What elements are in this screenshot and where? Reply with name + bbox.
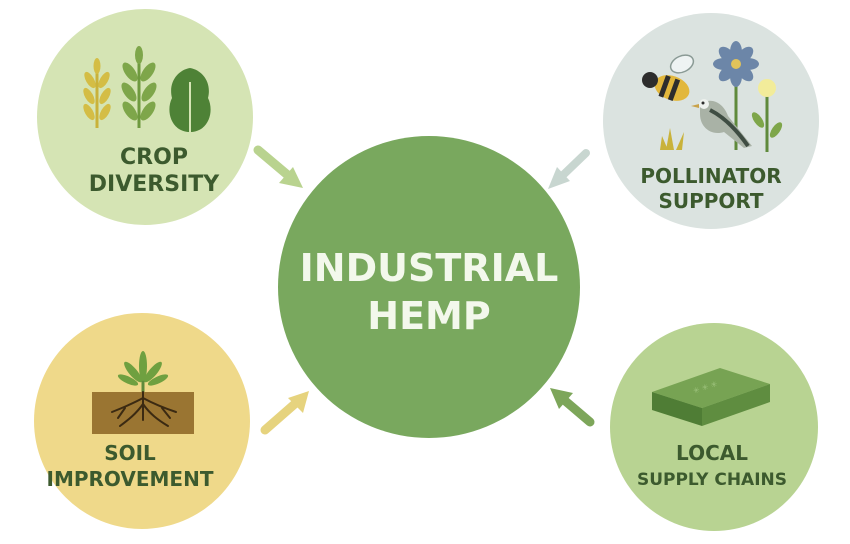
arrow-soil-to-center [260,391,309,435]
node-pollinator-support: POLLINATOR SUPPORT [603,13,819,229]
center-title-line1: INDUSTRIAL [300,246,559,290]
arrow-pollinator-to-center [548,149,590,189]
pollinator-support-line1: POLLINATOR [640,164,781,188]
hemp-block-icon: ✳ ✳ ✳ [652,368,770,426]
soil-improvement-line1: SOIL [104,441,156,465]
center-node: INDUSTRIAL HEMP [278,136,580,438]
arrow-crop-to-center [253,145,303,188]
soil-improvement-line2: IMPROVEMENT [47,467,214,491]
pollinator-support-line2: SUPPORT [658,189,763,213]
bee-bird-flowers-icon [642,41,783,152]
plants-icon [83,46,211,132]
local-supply-chains-line2: SUPPLY CHAINS [637,470,787,490]
hemp-roots-icon [92,351,194,434]
arrow-supply-to-center [550,388,595,427]
node-crop-diversity: CROP DIVERSITY [37,9,253,225]
crop-diversity-line2: DIVERSITY [89,172,220,197]
center-title-line2: HEMP [367,294,490,338]
node-local-supply-chains: ✳ ✳ ✳ LOCAL SUPPLY CHAINS [610,323,818,531]
local-supply-chains-line1: LOCAL [676,441,748,465]
node-soil-improvement: SOIL IMPROVEMENT [34,313,250,529]
crop-diversity-line1: CROP [120,145,188,170]
